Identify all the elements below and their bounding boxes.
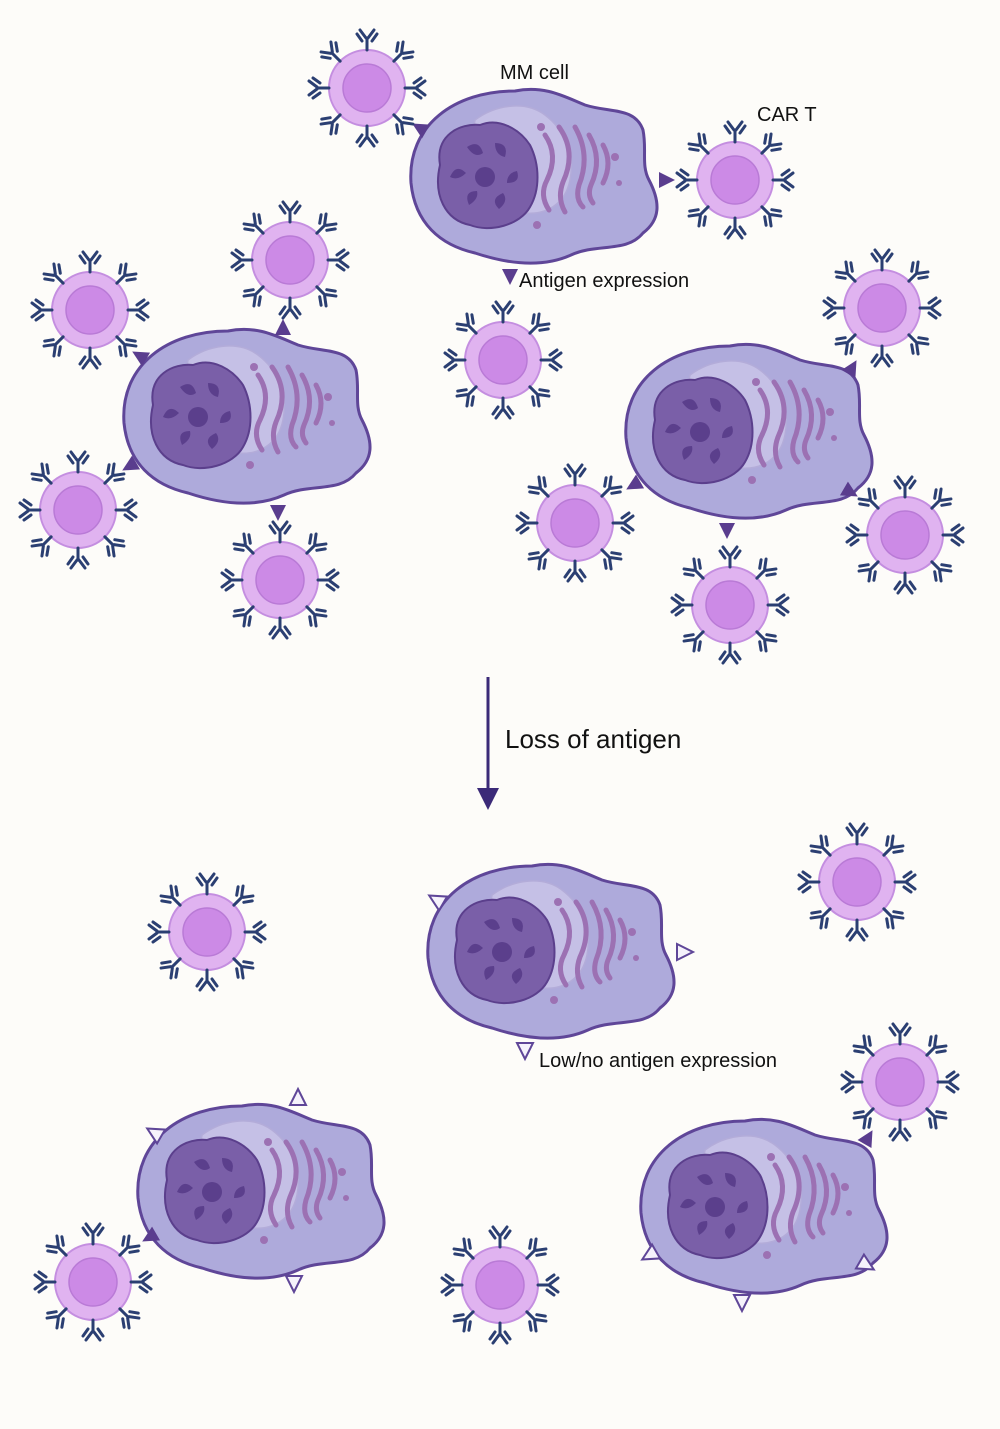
mm-cell (626, 344, 872, 518)
mm-cell-low-antigen (641, 1119, 887, 1293)
car-t-label: CAR T (757, 104, 817, 126)
car-t-cell (672, 547, 788, 663)
down-arrow-icon (477, 677, 499, 810)
car-t-cell (149, 874, 265, 990)
loss-of-antigen-label: Loss of antigen (505, 724, 682, 754)
car-t-cell (517, 465, 633, 581)
antigen-expression-label: Antigen expression (519, 270, 690, 292)
car-t-cell (32, 252, 148, 368)
antigen-markers (118, 116, 880, 1249)
car-t-cell (824, 250, 940, 366)
car-t-cell (842, 1024, 958, 1140)
mm-cell-low-antigen (428, 864, 674, 1038)
mm-cell (124, 329, 370, 503)
car-t-cell (232, 202, 348, 318)
mm-cell-low-antigen (138, 1104, 384, 1278)
car-t-cell (35, 1224, 151, 1340)
low-antigen-label: Low/no antigen expression (539, 1050, 777, 1072)
car-t-cell (222, 522, 338, 638)
car-t-cell (677, 122, 793, 238)
car-t-cell (445, 302, 561, 418)
mm-cell-label: MM cell (500, 62, 569, 84)
car-t-cell (442, 1227, 558, 1343)
mm-cell (411, 89, 657, 263)
car-t-cell (20, 452, 136, 568)
car-t-cell (799, 824, 915, 940)
car-t-cell (309, 30, 425, 146)
car-t-cell (847, 477, 963, 593)
